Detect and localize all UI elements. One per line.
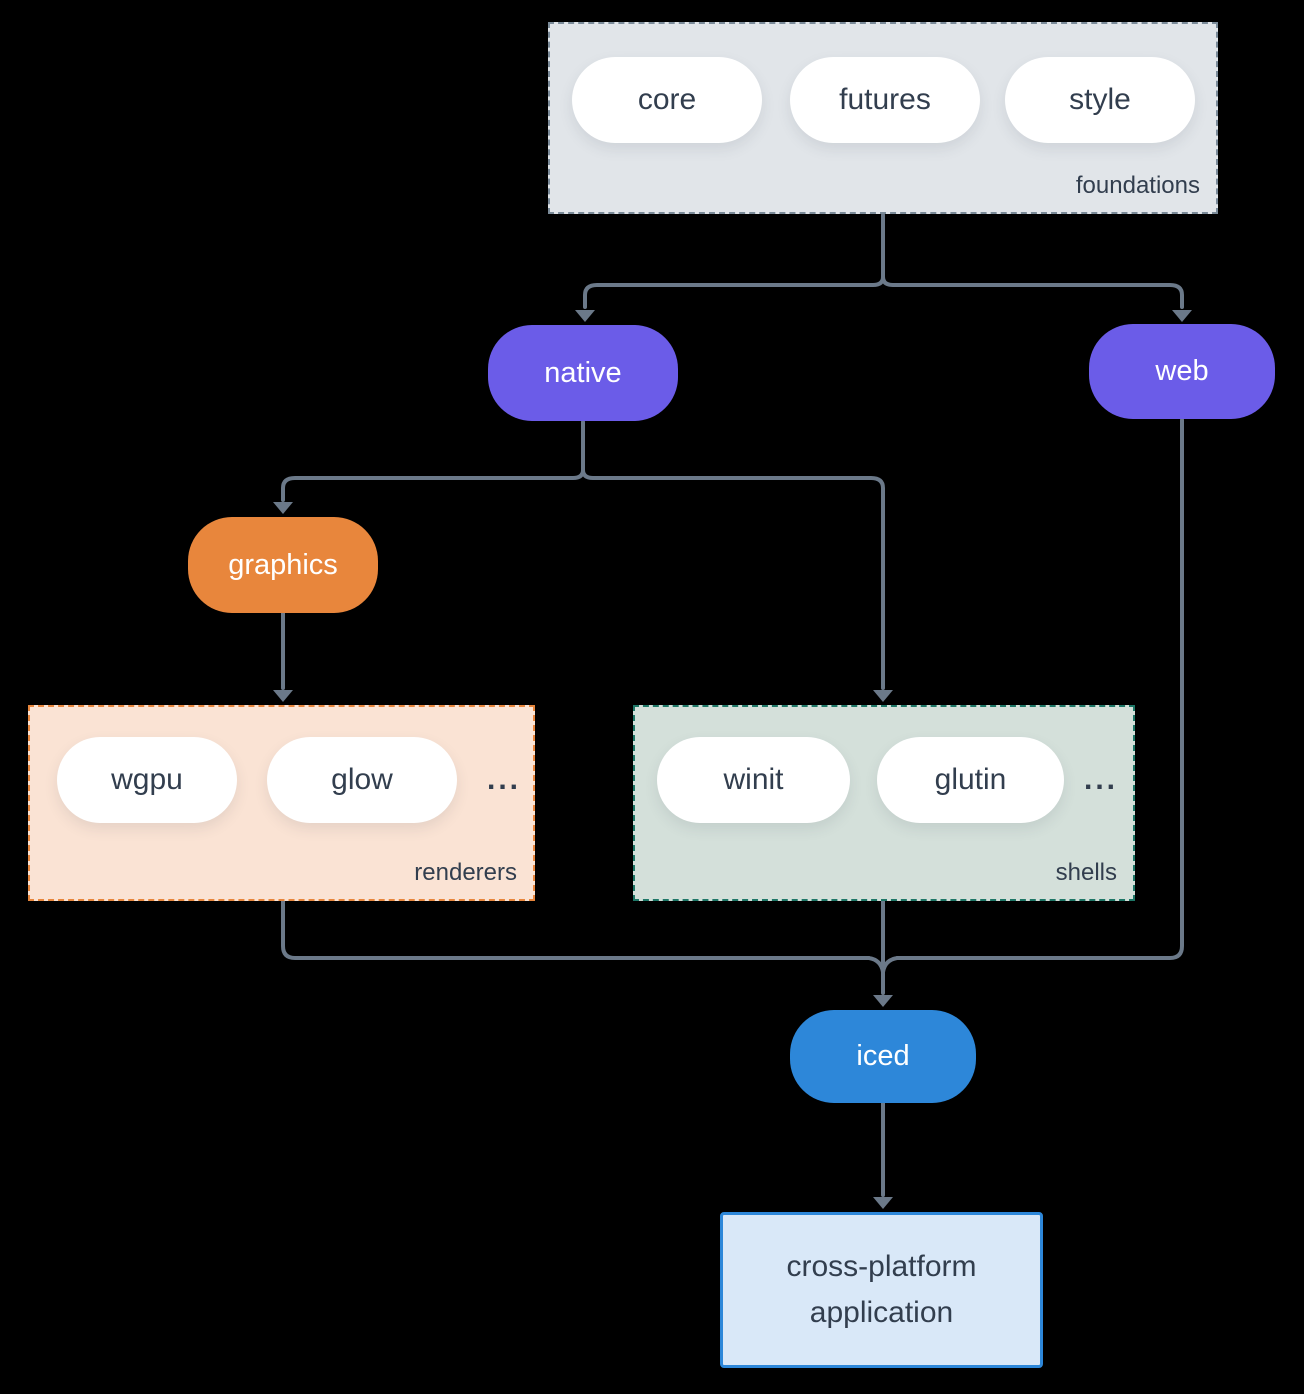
arrowhead-graphics — [273, 502, 293, 514]
pill-glutin: glutin — [877, 737, 1064, 823]
pill-winit: winit — [657, 737, 850, 823]
arrowhead-native — [575, 310, 595, 322]
pill-glow: glow — [267, 737, 457, 823]
arrowhead-shells — [873, 690, 893, 702]
renderers-label: renderers — [414, 859, 517, 886]
arrowhead-application — [873, 1197, 893, 1209]
foundations-group: core futures style foundations — [548, 22, 1218, 214]
node-iced: iced — [790, 1010, 976, 1103]
shells-group: winit glutin ... shells — [633, 705, 1135, 901]
renderers-ellipsis: ... — [486, 763, 521, 796]
arrowhead-renderers — [273, 690, 293, 702]
pill-futures: futures — [790, 57, 980, 143]
node-native: native — [488, 325, 678, 421]
pill-style: style — [1005, 57, 1195, 143]
pill-core: core — [572, 57, 762, 143]
shells-label: shells — [1055, 859, 1117, 886]
application-box: cross-platform application — [720, 1212, 1043, 1368]
edge-foundations-split — [583, 213, 1184, 309]
pill-wgpu: wgpu — [57, 737, 237, 823]
arrowhead-iced — [873, 995, 893, 1007]
renderers-group: wgpu glow ... renderers — [28, 705, 535, 901]
edge-native-split — [281, 420, 885, 690]
edge-merge-iced — [281, 418, 1184, 995]
shells-ellipsis: ... — [1083, 763, 1118, 796]
node-graphics: graphics — [188, 517, 378, 613]
node-web: web — [1089, 324, 1275, 419]
arrowhead-web — [1172, 310, 1192, 322]
foundations-label: foundations — [1075, 172, 1200, 199]
